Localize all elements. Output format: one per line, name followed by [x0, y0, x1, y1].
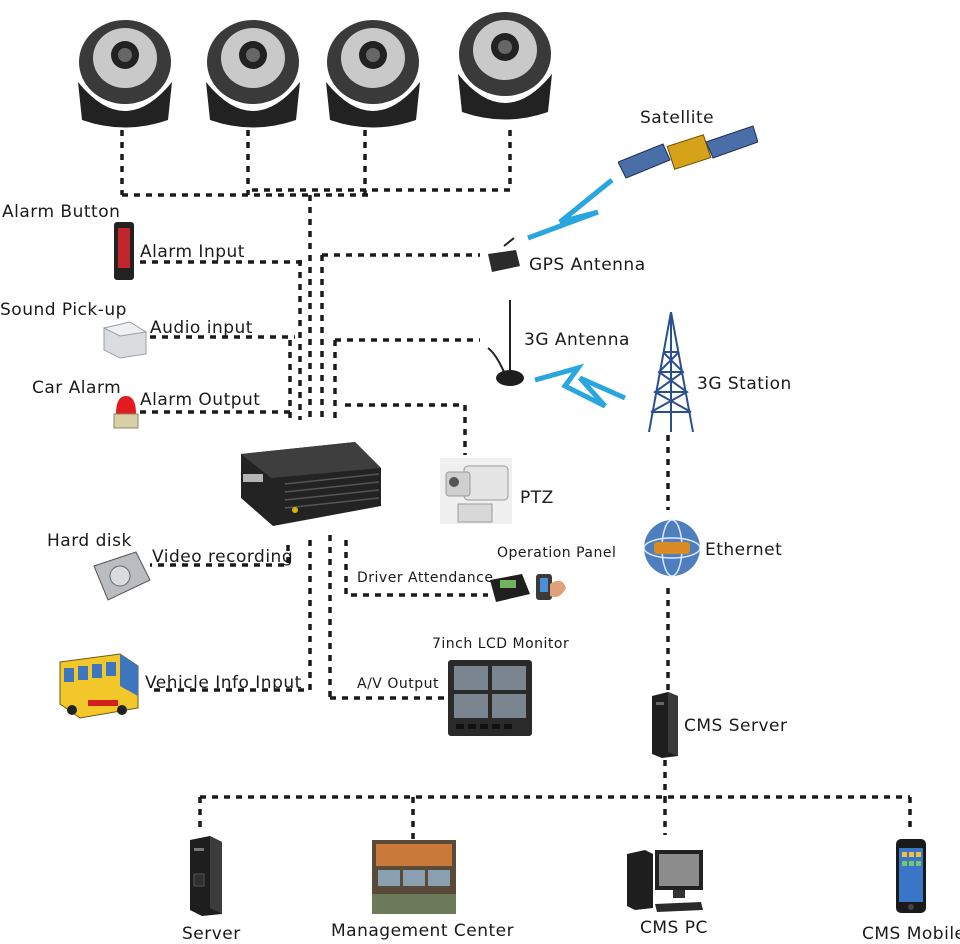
cms-pc-icon — [627, 850, 703, 912]
ptz-label: PTZ — [520, 488, 554, 508]
lcd-monitor-icon — [448, 660, 532, 736]
ethernet-label: Ethernet — [705, 540, 783, 560]
cms-server-label: CMS Server — [684, 716, 788, 736]
dome-camera-4 — [458, 12, 552, 120]
satellite-label: Satellite — [640, 108, 715, 128]
dome-camera-3 — [326, 20, 420, 128]
server-label: Server — [182, 924, 241, 944]
ptz-camera-icon — [440, 458, 512, 524]
car-alarm-icon — [113, 396, 139, 429]
audio-input-label: Audio input — [150, 318, 253, 338]
cms-mobile-label: CMS Mobile — [862, 924, 960, 944]
video-recording-label: Video recording — [152, 547, 294, 567]
station-3g-label: 3G Station — [697, 374, 792, 394]
hard-disk-icon — [93, 551, 151, 601]
cms-pc-label: CMS PC — [640, 918, 708, 938]
gps-antenna-label: GPS Antenna — [529, 255, 646, 275]
dome-camera-2 — [206, 20, 300, 128]
management-center-icon — [372, 840, 456, 914]
wireless-signal-3g — [534, 363, 627, 409]
cms-server-icon — [652, 692, 678, 758]
alarm-output-label: Alarm Output — [140, 390, 261, 410]
lcd-monitor-label: 7inch LCD Monitor — [432, 636, 570, 652]
sound-pickup-label: Sound Pick-up — [0, 300, 127, 320]
hard-disk-label: Hard disk — [47, 531, 132, 551]
vehicle-info-input-label: Vehicle Info Input — [145, 673, 302, 693]
alarm-button-label: Alarm Button — [2, 202, 121, 222]
server-icon — [190, 836, 222, 916]
antenna-3g-icon — [487, 300, 524, 386]
car-alarm-label: Car Alarm — [32, 378, 122, 398]
av-output-label: A/V Output — [357, 676, 439, 692]
mobile-dvr-unit — [241, 442, 381, 526]
antenna-3g-label: 3G Antenna — [524, 330, 630, 350]
wireless-signal-gps — [527, 178, 614, 241]
sound-pickup-icon — [102, 321, 148, 359]
gps-antenna-icon — [488, 237, 520, 272]
operation-panel-label: Operation Panel — [497, 545, 617, 561]
station-3g-icon — [648, 312, 694, 433]
dome-camera-1 — [78, 20, 172, 128]
management-center-label: Management Center — [331, 921, 515, 941]
bus-icon — [59, 653, 139, 719]
ethernet-globe-icon — [643, 519, 701, 577]
driver-attendance-label: Driver Attendance — [357, 570, 494, 586]
alarm-button-icon — [114, 222, 134, 280]
cms-mobile-icon — [896, 839, 926, 913]
satellite-icon — [618, 125, 758, 179]
alarm-input-label: Alarm Input — [140, 242, 245, 262]
operation-panel-icon — [490, 574, 566, 602]
